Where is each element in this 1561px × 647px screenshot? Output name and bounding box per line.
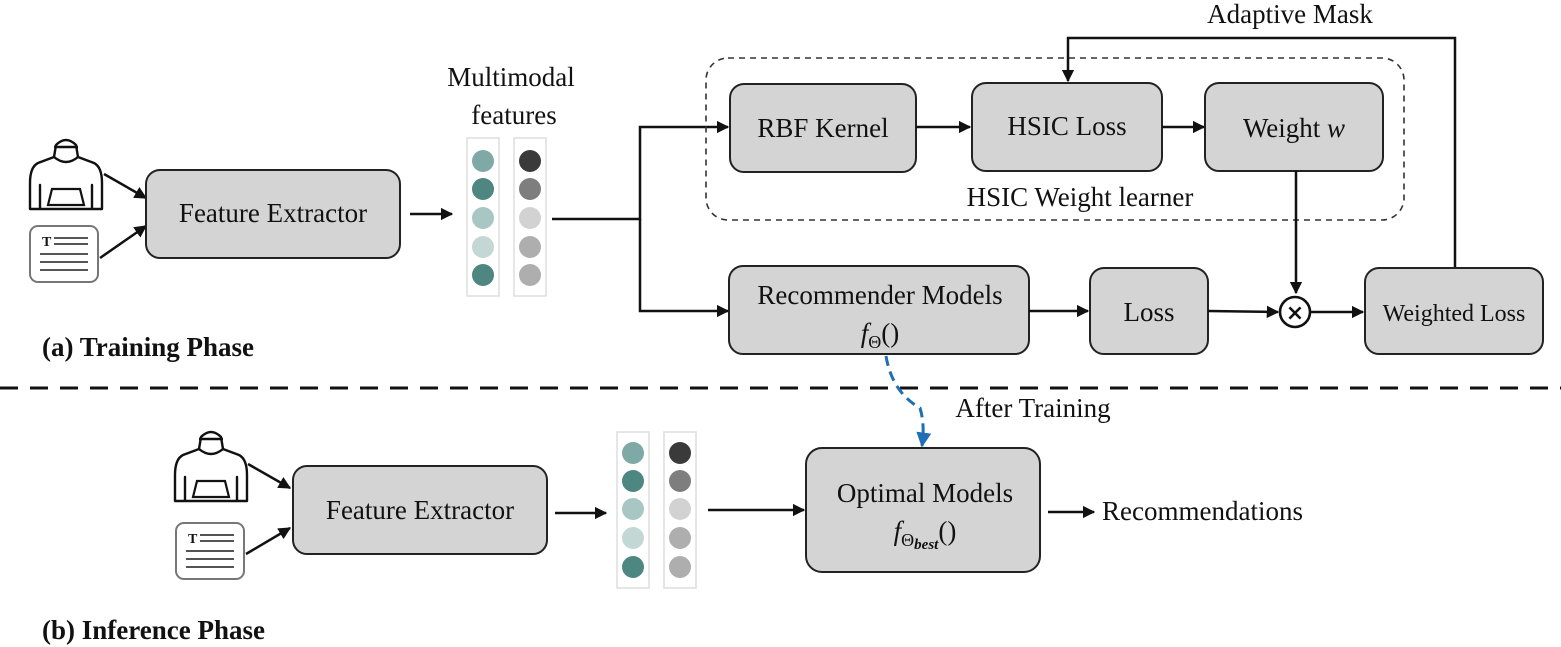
weighted-loss-box: Weighted Loss bbox=[1364, 267, 1544, 355]
hoodie-icon-inference bbox=[173, 430, 249, 503]
multimodal-label: Multimodal bbox=[447, 62, 575, 92]
svg-text:RBF Kernel: RBF Kernel bbox=[757, 113, 888, 143]
loss-box: Loss bbox=[1089, 267, 1209, 355]
multiply-operator: × bbox=[1278, 295, 1312, 329]
after-training-label: After Training bbox=[955, 393, 1110, 423]
optimal-models-box: Optimal Models fΘbest() bbox=[805, 447, 1041, 573]
svg-text:Recommender Models: Recommender Models bbox=[757, 280, 1002, 310]
svg-text:Loss: Loss bbox=[1123, 297, 1174, 327]
svg-text:HSIC Loss: HSIC Loss bbox=[1007, 111, 1126, 141]
feature-vector-teal-training bbox=[466, 137, 500, 297]
weight-w-box: Weight w bbox=[1204, 82, 1384, 172]
svg-text:fΘbest(): fΘbest() bbox=[894, 516, 957, 553]
svg-text:Optimal Models: Optimal Models bbox=[837, 478, 1013, 508]
recommender-models-box: Recommender Models fΘ() bbox=[728, 265, 1030, 355]
hsic-weight-learner-group bbox=[705, 57, 1405, 221]
training-phase-label: (a) Training Phase bbox=[42, 332, 254, 362]
features-label: features bbox=[471, 100, 556, 130]
inference-phase-label: (b) Inference Phase bbox=[42, 615, 265, 645]
feature-extractor-box-training: Feature Extractor bbox=[145, 169, 401, 259]
hsic-weight-learner-label: HSIC Weight learner bbox=[967, 182, 1194, 212]
feature-vector-teal-inference bbox=[616, 431, 650, 589]
svg-text:fΘ(): fΘ() bbox=[861, 318, 900, 352]
hsic-loss-box: HSIC Loss bbox=[971, 82, 1163, 172]
feature-extractor-box-inference: Feature Extractor bbox=[292, 465, 548, 555]
svg-text:Weight w: Weight w bbox=[1243, 113, 1345, 143]
document-icon-inference bbox=[175, 522, 245, 580]
svg-text:Weighted Loss: Weighted Loss bbox=[1383, 301, 1526, 327]
rbf-kernel-box: RBF Kernel bbox=[729, 83, 917, 173]
feature-vector-gray-training bbox=[513, 137, 547, 297]
document-icon-training bbox=[29, 225, 99, 283]
hoodie-icon-training bbox=[28, 138, 104, 211]
svg-text:Feature Extractor: Feature Extractor bbox=[326, 495, 514, 525]
svg-text:Feature Extractor: Feature Extractor bbox=[179, 198, 367, 228]
feature-vector-gray-inference bbox=[663, 431, 697, 589]
adaptive-mask-label: Adaptive Mask bbox=[1207, 0, 1373, 29]
after-training-arrow bbox=[884, 355, 932, 448]
svg-text:×: × bbox=[1286, 301, 1304, 326]
recommendations-label: Recommendations bbox=[1102, 496, 1303, 526]
